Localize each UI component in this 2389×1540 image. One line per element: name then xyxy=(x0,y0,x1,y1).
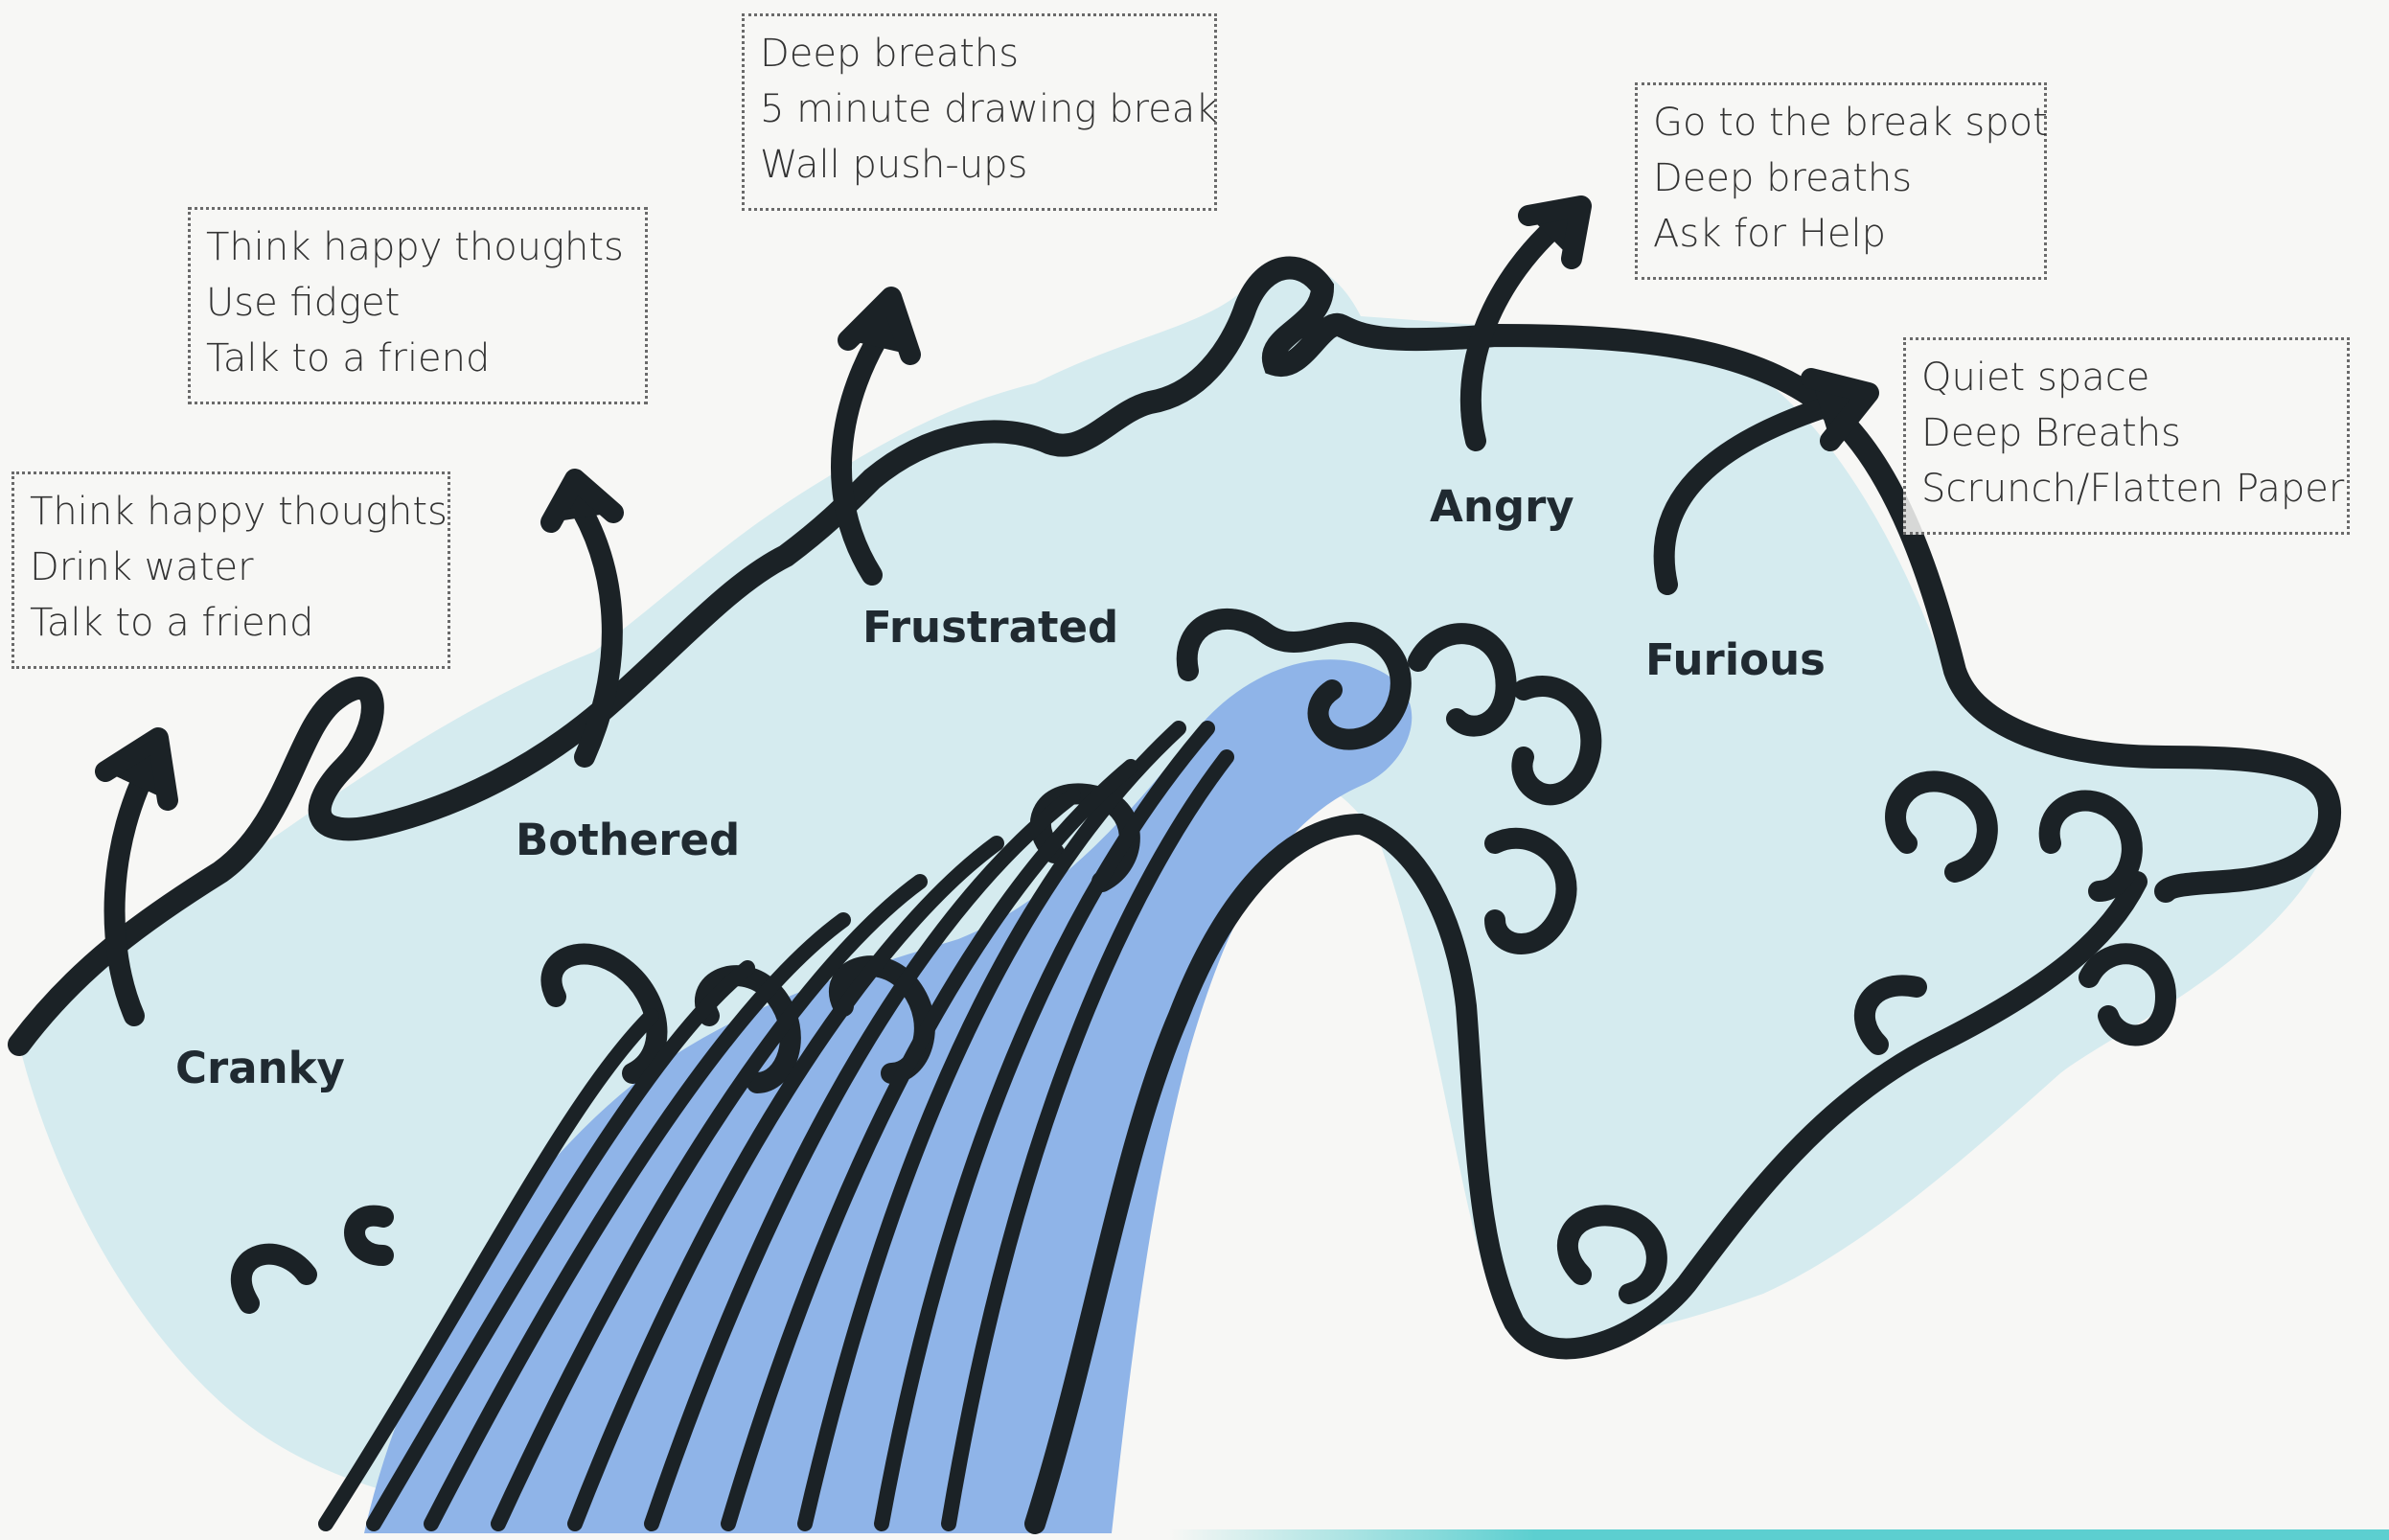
tip-line: Deep breaths xyxy=(760,26,1199,81)
tip-line: Think happy thoughts xyxy=(30,484,432,540)
tip-line: Ask for Help xyxy=(1653,206,2029,262)
tip-line: Go to the break spot xyxy=(1653,95,2029,150)
tip-line: Wall push-ups xyxy=(760,137,1199,193)
stage-label-bothered: Bothered xyxy=(516,815,740,865)
stage-label-frustrated: Frustrated xyxy=(862,602,1118,653)
tip-line: Scrunch/Flatten Paper xyxy=(1921,461,2332,517)
tip-line: Quiet space xyxy=(1921,350,2332,405)
tips-box-bothered: Think happy thoughts Use fidget Talk to … xyxy=(188,207,648,404)
stage-label-furious: Furious xyxy=(1645,634,1826,685)
tip-line: Use fidget xyxy=(206,275,630,331)
tips-box-cranky: Think happy thoughts Drink water Talk to… xyxy=(11,471,450,669)
tip-line: Think happy thoughts xyxy=(206,219,630,275)
stage-label-cranky: Cranky xyxy=(175,1043,345,1093)
tips-box-angry: Go to the break spot Deep breaths Ask fo… xyxy=(1635,82,2047,280)
tip-line: Drink water xyxy=(30,540,432,595)
tip-line: Deep Breaths xyxy=(1921,405,2332,461)
teal-accent-strip xyxy=(1169,1529,2389,1540)
tips-box-furious: Quiet space Deep Breaths Scrunch/Flatten… xyxy=(1903,337,2350,535)
tip-line: Talk to a friend xyxy=(206,331,630,386)
tip-line: 5 minute drawing break xyxy=(760,81,1199,137)
tips-box-frustrated: Deep breaths 5 minute drawing break Wall… xyxy=(742,13,1217,211)
tip-line: Deep breaths xyxy=(1653,150,2029,206)
stage-label-angry: Angry xyxy=(1430,481,1574,532)
tip-line: Talk to a friend xyxy=(30,595,432,651)
